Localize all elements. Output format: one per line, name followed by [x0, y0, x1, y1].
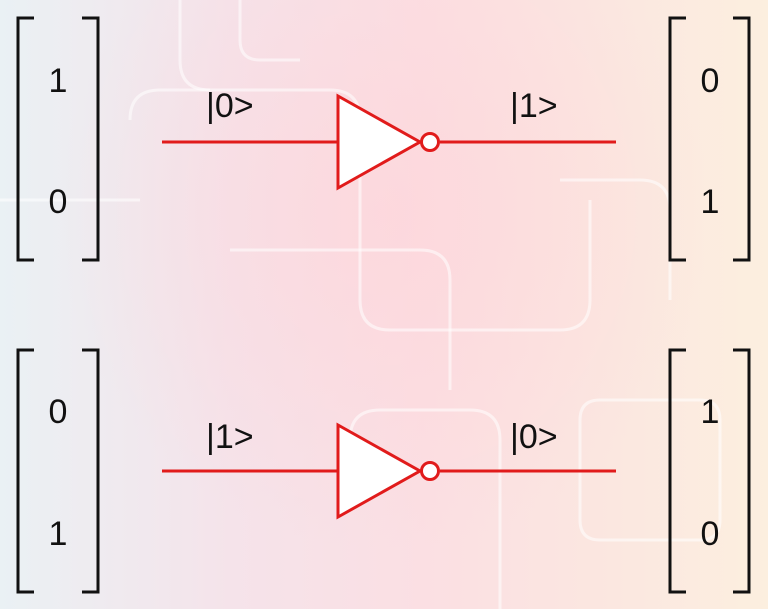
output-column-vector-1: 0 1	[668, 16, 751, 262]
output-ket-label: |1>	[510, 87, 558, 125]
output-ket-label: |0>	[510, 418, 558, 456]
not-gate-icon	[336, 93, 424, 191]
vector-entry: 1	[701, 393, 720, 431]
input-column-vector-1: 1 0	[16, 16, 100, 262]
vector-entry: 0	[49, 393, 68, 431]
output-column-vector-2: 1 0	[668, 348, 751, 594]
left-bracket	[16, 16, 34, 262]
right-bracket	[733, 16, 751, 262]
left-bracket	[668, 16, 686, 262]
gate-row-2: 0 1 |1> |0> 1 0	[16, 348, 751, 594]
input-ket-label: |1>	[206, 418, 254, 456]
vector-entry: 0	[701, 62, 720, 100]
right-bracket	[733, 348, 751, 594]
vector-entry: 1	[49, 62, 68, 100]
vector-entry: 1	[49, 515, 68, 553]
left-bracket	[668, 348, 686, 594]
inversion-bubble-icon	[420, 461, 440, 481]
right-bracket	[82, 348, 100, 594]
input-column-vector-2: 0 1	[16, 348, 100, 594]
right-bracket	[82, 16, 100, 262]
vector-entry: 1	[701, 183, 720, 221]
vector-entry: 0	[49, 183, 68, 221]
input-ket-label: |0>	[206, 87, 254, 125]
gate-row-1: 1 0 |0> |1> 0 1	[16, 16, 751, 262]
not-gate-icon	[336, 422, 424, 520]
left-bracket	[16, 348, 34, 594]
background-circuit-lines	[0, 0, 720, 609]
vector-entry: 0	[701, 515, 720, 553]
inversion-bubble-icon	[420, 132, 440, 152]
